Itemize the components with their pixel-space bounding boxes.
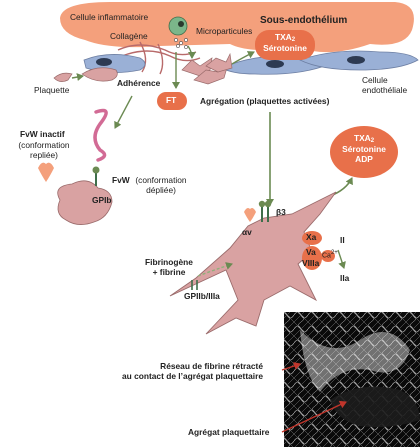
receptor-icon bbox=[92, 166, 100, 186]
heart-shape-icon bbox=[244, 208, 256, 222]
label-txa2-right: TXA2 Sérotonine ADP bbox=[342, 133, 386, 164]
arrow-icon bbox=[114, 95, 133, 129]
label-txa2-top: TXA2 Sérotonine bbox=[263, 32, 307, 53]
label-cellule-inflammatoire: Cellule inflammatoire bbox=[70, 12, 149, 22]
microparticles bbox=[174, 38, 188, 49]
txa2-badge-right bbox=[330, 126, 398, 178]
txa2-badge-top bbox=[255, 30, 315, 60]
resting-platelet bbox=[53, 72, 73, 82]
xa-badge bbox=[302, 231, 322, 245]
nucleus-icon bbox=[96, 58, 112, 66]
label-agregation: Agrégation (plaquettes activées) bbox=[200, 96, 330, 106]
label-cellule-endotheliale: Cellule endothéliale bbox=[362, 75, 408, 95]
label-reseau-fibrine: Réseau de fibrine rétracté au contact de… bbox=[122, 361, 264, 381]
label-conformation-depliee: (conformation dépliée) bbox=[135, 175, 187, 195]
arrow-icon bbox=[231, 51, 255, 65]
inflammatory-cell bbox=[168, 16, 188, 36]
label-adherence: Adhérence bbox=[117, 78, 161, 88]
label-va: Va bbox=[306, 247, 316, 257]
label-agregat: Agrégat plaquettaire bbox=[188, 427, 270, 437]
label-plaquette: Plaquette bbox=[34, 85, 70, 95]
label-iia: IIa bbox=[340, 273, 350, 283]
nucleus-icon bbox=[347, 56, 365, 64]
label-ca: Ca2+ bbox=[322, 250, 338, 260]
arrow-icon bbox=[71, 73, 84, 82]
receptor-icon bbox=[191, 280, 198, 290]
label-alpha-v: αv bbox=[242, 227, 252, 237]
label-fvw: FvW bbox=[112, 175, 130, 185]
va-viiia-badge bbox=[302, 246, 322, 270]
arrow-icon bbox=[187, 45, 196, 59]
label-microparticules: Microparticules bbox=[196, 26, 253, 36]
adhering-platelet bbox=[81, 67, 118, 82]
label-collagene: Collagène bbox=[110, 31, 148, 41]
sub-endothelium-band bbox=[60, 2, 414, 53]
label-gpiib-iiia: GPIIb/IIIa bbox=[184, 291, 220, 301]
label-gpib: GPIb bbox=[92, 195, 112, 205]
heart-shape-icon bbox=[38, 162, 54, 182]
arrow-icon bbox=[337, 249, 346, 269]
label-ft: FT bbox=[166, 95, 177, 105]
arrow-icon bbox=[281, 362, 301, 371]
arrow-icon bbox=[281, 400, 347, 433]
label-sous-endothelium: Sous-endothélium bbox=[260, 15, 348, 26]
gpib-platelet bbox=[57, 180, 113, 225]
label-ii: II bbox=[340, 235, 345, 245]
label-conformation-repliee: (conformation repliée) bbox=[18, 140, 70, 160]
ft-badge bbox=[157, 92, 187, 110]
aggregating-platelets bbox=[181, 52, 233, 85]
nucleus-icon bbox=[266, 60, 284, 68]
label-fibrinogene: Fibrinogène + fibrine bbox=[145, 257, 193, 277]
label-fvw-inactif: FvW inactif bbox=[20, 129, 65, 139]
label-xa: Xa bbox=[306, 232, 317, 242]
label-viiia: VIIIa bbox=[302, 258, 320, 268]
activated-platelet bbox=[169, 191, 337, 335]
label-beta3: β3 bbox=[276, 207, 286, 217]
receptor-icon bbox=[258, 200, 272, 222]
fvw-inactive bbox=[93, 108, 108, 162]
ca-badge bbox=[321, 250, 335, 262]
